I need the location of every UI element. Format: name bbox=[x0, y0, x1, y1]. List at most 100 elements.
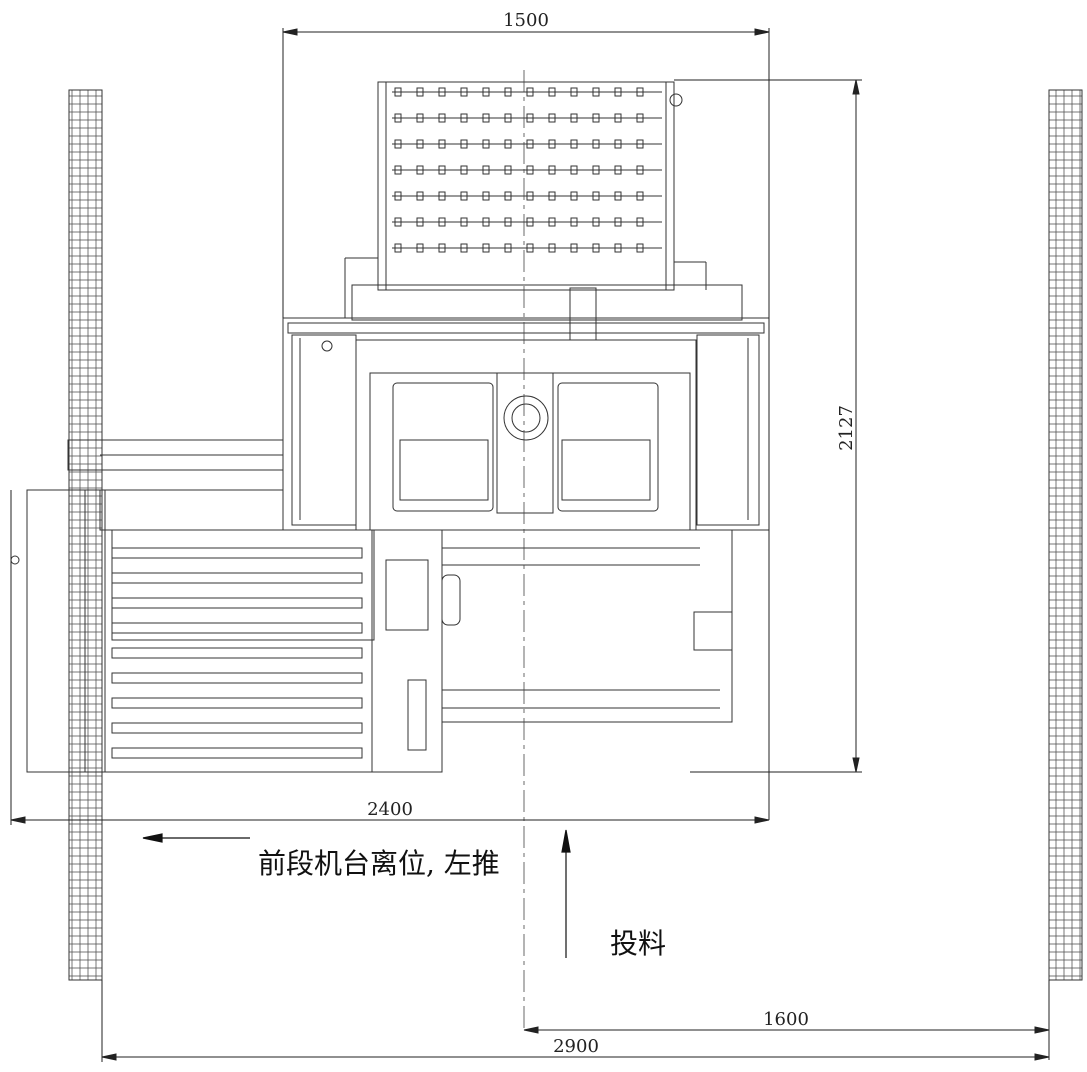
roller-wheel bbox=[614, 165, 622, 175]
roller-wheel bbox=[636, 87, 644, 97]
roller-wheel bbox=[394, 191, 402, 201]
roller-wheel bbox=[438, 113, 446, 123]
roller-wheel bbox=[636, 191, 644, 201]
roller-wheel bbox=[570, 139, 578, 149]
roller-wheel bbox=[438, 191, 446, 201]
roller-wheel bbox=[570, 243, 578, 253]
roller-wheel bbox=[438, 87, 446, 97]
roller-wheel bbox=[460, 165, 468, 175]
roller-wheel bbox=[570, 191, 578, 201]
roller-wheel bbox=[592, 243, 600, 253]
roller-wheel bbox=[394, 87, 402, 97]
lower-roller bbox=[111, 647, 363, 659]
dimension-lines bbox=[10, 28, 1050, 1062]
roller-wheel bbox=[416, 87, 424, 97]
right-wall bbox=[1048, 89, 1083, 981]
roller-wheel bbox=[526, 217, 534, 227]
roller-wheel bbox=[460, 113, 468, 123]
roller-wheel bbox=[636, 165, 644, 175]
lower-roller bbox=[111, 547, 363, 559]
lower-roller bbox=[111, 722, 363, 734]
roller-wheel bbox=[504, 243, 512, 253]
roller-wheel bbox=[482, 87, 490, 97]
push-left-arrow bbox=[142, 833, 250, 843]
dim-bottom-right-span: 1600 bbox=[763, 1009, 809, 1030]
roller-wheel bbox=[636, 139, 644, 149]
roller-wheel bbox=[416, 113, 424, 123]
lower-roller bbox=[111, 572, 363, 584]
roller-wheel bbox=[548, 165, 556, 175]
roller-wheel bbox=[504, 191, 512, 201]
roller-wheel bbox=[416, 217, 424, 227]
roller-wheel bbox=[592, 165, 600, 175]
roller-wheel bbox=[394, 113, 402, 123]
roller-wheel bbox=[460, 243, 468, 253]
roller-wheel bbox=[636, 217, 644, 227]
roller-wheel bbox=[614, 243, 622, 253]
roller-wheel bbox=[570, 113, 578, 123]
roller-wheel bbox=[526, 165, 534, 175]
roller-wheel bbox=[394, 165, 402, 175]
roller-wheel bbox=[570, 87, 578, 97]
roller-wheel bbox=[570, 217, 578, 227]
roller-wheel bbox=[482, 191, 490, 201]
roller-wheel bbox=[482, 165, 490, 175]
roller-wheel bbox=[636, 113, 644, 123]
feed-arrow bbox=[561, 829, 571, 958]
lower-roller bbox=[111, 672, 363, 684]
annotation-push-left: 前段机台离位, 左推 bbox=[258, 847, 500, 880]
lower-roller bbox=[111, 597, 363, 609]
roller-wheel bbox=[592, 113, 600, 123]
roller-conveyor bbox=[344, 81, 743, 341]
roller-wheel bbox=[416, 191, 424, 201]
roller-wheel bbox=[460, 87, 468, 97]
roller-wheel bbox=[614, 87, 622, 97]
roller-wheel bbox=[460, 217, 468, 227]
roller-wheel bbox=[614, 191, 622, 201]
roller-wheel bbox=[482, 139, 490, 149]
dim-top-width: 1500 bbox=[503, 10, 549, 31]
dim-lower-width: 2400 bbox=[367, 799, 413, 820]
roller-wheel bbox=[570, 165, 578, 175]
roller-wheel bbox=[592, 139, 600, 149]
roller-wheel bbox=[548, 243, 556, 253]
roller-wheel bbox=[504, 217, 512, 227]
roller-wheel bbox=[548, 139, 556, 149]
left-pusher-module bbox=[10, 439, 443, 773]
lower-roller bbox=[111, 622, 363, 634]
roller-wheel bbox=[526, 191, 534, 201]
roller-wheel bbox=[526, 87, 534, 97]
roller-wheel bbox=[460, 191, 468, 201]
roller-wheel bbox=[614, 139, 622, 149]
main-body bbox=[282, 317, 770, 531]
roller-wheel bbox=[394, 217, 402, 227]
roller-wheel bbox=[482, 113, 490, 123]
roller-wheel bbox=[614, 113, 622, 123]
roller-wheel bbox=[416, 139, 424, 149]
roller-wheel bbox=[438, 243, 446, 253]
roller-wheel bbox=[526, 139, 534, 149]
roller-wheel bbox=[526, 243, 534, 253]
roller-wheel bbox=[548, 217, 556, 227]
roller-wheel bbox=[548, 113, 556, 123]
roller-wheel bbox=[482, 217, 490, 227]
roller-wheel bbox=[504, 113, 512, 123]
roller-wheel bbox=[592, 87, 600, 97]
roller-wheel bbox=[416, 243, 424, 253]
roller-wheel bbox=[504, 165, 512, 175]
roller-wheel bbox=[614, 217, 622, 227]
dim-bottom-total: 2900 bbox=[553, 1036, 599, 1057]
roller-wheel bbox=[438, 217, 446, 227]
roller-wheel bbox=[482, 243, 490, 253]
roller-wheel bbox=[394, 243, 402, 253]
dim-right-height: 2127 bbox=[836, 405, 857, 451]
roller-wheel bbox=[416, 165, 424, 175]
roller-wheel bbox=[394, 139, 402, 149]
roller-wheel bbox=[548, 87, 556, 97]
roller-wheel bbox=[592, 191, 600, 201]
roller-wheel bbox=[548, 191, 556, 201]
roller-wheel bbox=[460, 139, 468, 149]
feed-table bbox=[441, 529, 733, 723]
roller-wheel bbox=[438, 139, 446, 149]
